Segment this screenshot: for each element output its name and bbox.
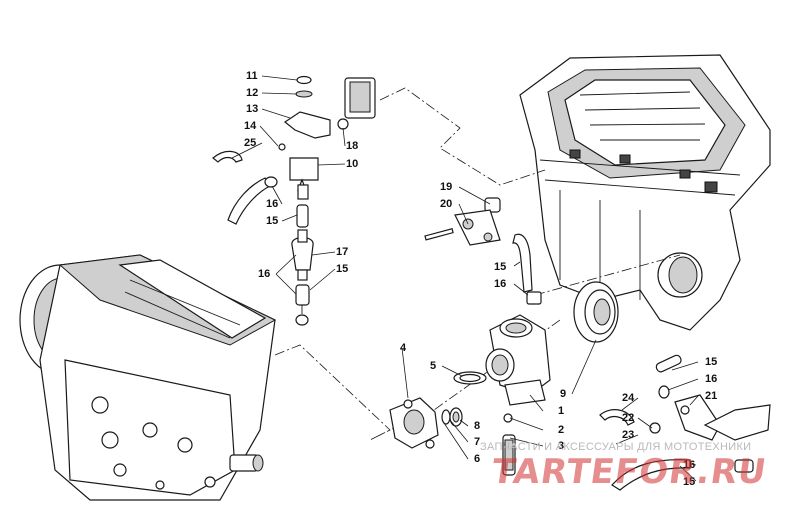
callout-16-mid: 16 (258, 268, 270, 280)
callout-9: 9 (560, 388, 566, 400)
carburetor (389, 233, 551, 476)
air-box (519, 54, 771, 331)
callout-20: 20 (440, 198, 452, 210)
fuel-pump-assembly (212, 75, 376, 326)
mount-bracket (424, 197, 501, 246)
callout-3: 3 (558, 440, 564, 452)
callout-15-right: 15 (705, 356, 717, 368)
lower-right-assembly (599, 354, 771, 491)
callout-4: 4 (400, 342, 407, 354)
callout-12: 12 (246, 87, 258, 99)
callout-17: 17 (336, 246, 348, 258)
callout-8: 8 (474, 420, 480, 432)
callout-15-carb: 15 (494, 261, 506, 273)
callout-7: 7 (474, 436, 480, 448)
callout-19: 19 (440, 181, 452, 193)
callout-16-carb: 16 (494, 278, 506, 290)
callout-16-top: 16 (266, 198, 278, 210)
callout-23: 23 (622, 429, 634, 441)
callout-11: 11 (246, 70, 258, 82)
callout-2: 2 (558, 424, 564, 436)
watermark-tagline: ЗАПЧАСТИ И АКСЕССУАРЫ ДЛЯ МОТОТЕХНИКИ (480, 441, 752, 453)
callout-22: 22 (622, 412, 634, 424)
callout-21: 21 (705, 390, 717, 402)
callout-6: 6 (474, 453, 480, 465)
intake-boot (573, 281, 619, 343)
callout-13: 13 (246, 103, 258, 115)
callout-14: 14 (244, 120, 257, 132)
callout-15-mid: 15 (336, 263, 348, 275)
leader-lines (231, 75, 699, 482)
callout-16-bottom: 16 (683, 459, 695, 471)
watermark-logo: TARTEFOR.RU (489, 452, 770, 492)
callout-1: 1 (558, 405, 564, 417)
callout-16-right: 16 (705, 373, 717, 385)
callout-labels: 11 12 13 14 25 18 10 16 15 19 20 17 16 1… (244, 70, 717, 488)
callout-15-bottom: 15 (683, 476, 695, 488)
callout-24: 24 (622, 392, 635, 404)
callout-18: 18 (346, 140, 358, 152)
engine (19, 254, 277, 501)
callout-10: 10 (346, 158, 358, 170)
callout-25: 25 (244, 137, 256, 149)
callout-15-top: 15 (266, 215, 278, 227)
callout-5: 5 (430, 360, 436, 372)
